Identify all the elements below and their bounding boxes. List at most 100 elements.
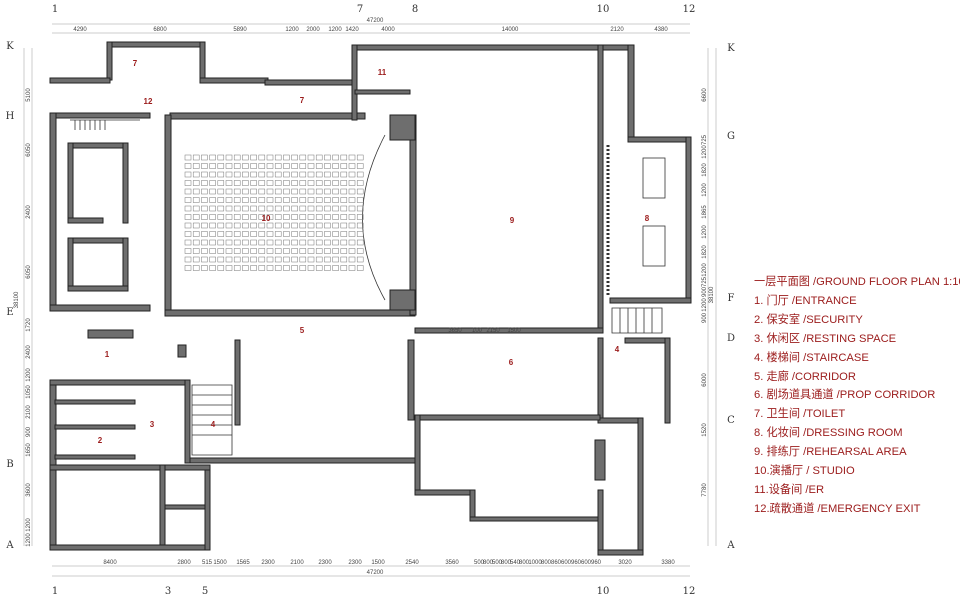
seat [258, 205, 266, 212]
seat [225, 188, 233, 195]
seat [283, 180, 290, 186]
grid-axis-label: 12 [683, 4, 696, 15]
grid-axis-label: 10 [597, 586, 610, 597]
seat [291, 180, 298, 186]
grid-axis-label: G [727, 131, 735, 142]
seat [307, 154, 315, 161]
seat [332, 231, 339, 237]
seat [209, 188, 216, 195]
seat [299, 265, 307, 271]
seat [201, 171, 208, 178]
seat [274, 154, 282, 161]
seat [283, 154, 290, 161]
seat [201, 239, 208, 246]
dimension-label: 800 [501, 560, 512, 566]
seat [217, 222, 225, 229]
seat [217, 239, 225, 246]
seat [233, 222, 241, 229]
seat [348, 265, 356, 271]
seat [209, 197, 216, 203]
seat [274, 222, 282, 229]
legend-item: 2. 保安室 /SECURITY [754, 313, 863, 326]
seat [192, 180, 200, 186]
seat [324, 248, 331, 254]
dimension-label: 1200 [285, 27, 299, 33]
seat [332, 256, 339, 263]
dimension-label: 4380 [654, 27, 668, 33]
dimension-label: 1200 [702, 298, 708, 312]
seat [299, 197, 307, 203]
seat [291, 214, 298, 220]
dimension-label: 6000 [702, 373, 708, 387]
seat [340, 248, 348, 254]
seat [299, 154, 307, 161]
dimension-label: 800 [519, 560, 530, 566]
seat [242, 256, 249, 263]
room-number: 11 [378, 68, 387, 77]
seat [307, 171, 315, 178]
dimension-label: 3560 [445, 560, 459, 566]
dimension-label: 1500 [507, 328, 521, 334]
room-number: 3 [150, 420, 155, 429]
grid-axis-label: F [728, 293, 735, 304]
seat [225, 256, 233, 263]
seat [324, 265, 331, 271]
dimension-label: 8400 [103, 560, 117, 566]
dimension-lines [23, 23, 717, 577]
total-width-dimension: 47200 [367, 570, 384, 576]
seat [192, 214, 200, 220]
total-depth-dimension: 38100 [14, 291, 20, 308]
seat [242, 248, 249, 254]
seat [217, 231, 225, 237]
seat [299, 163, 307, 169]
seat [299, 256, 307, 263]
seat [233, 248, 241, 254]
dimension-label: 800 [483, 560, 494, 566]
seat [315, 154, 323, 161]
seat [192, 222, 200, 229]
seat [291, 239, 298, 246]
seat [315, 265, 323, 271]
dimension-label: 1420 [345, 27, 359, 33]
room-number: 12 [144, 97, 153, 106]
seat [184, 205, 192, 212]
dimension-label: 2300 [261, 560, 275, 566]
seat [315, 205, 323, 212]
seat [274, 214, 282, 220]
seat [348, 180, 356, 186]
seat [315, 163, 323, 169]
seat [340, 188, 348, 195]
seat [324, 222, 331, 229]
dimension-label: 2150 [486, 328, 500, 334]
dimension-label: 1565 [236, 560, 250, 566]
seat [332, 222, 339, 229]
seat [340, 154, 348, 161]
seat [274, 163, 282, 169]
seat [258, 188, 266, 195]
dimension-label: 2100 [26, 405, 32, 419]
seat [184, 248, 192, 254]
seat [283, 197, 290, 203]
seat [217, 163, 225, 169]
seat [184, 256, 192, 263]
seat [315, 248, 323, 254]
dimension-label: 600 [561, 560, 572, 566]
seat [324, 197, 331, 203]
seat [192, 256, 200, 263]
dimension-label: 2000 [306, 27, 320, 33]
seat [242, 231, 249, 237]
seat [332, 171, 339, 178]
seat [242, 180, 249, 186]
seat [340, 256, 348, 263]
room-number: 4 [211, 420, 216, 429]
seat [324, 256, 331, 263]
seat [233, 163, 241, 169]
seat [332, 197, 339, 203]
seat [201, 222, 208, 229]
seat [307, 256, 315, 263]
seat [283, 222, 290, 229]
seat [307, 248, 315, 254]
seat [250, 222, 257, 229]
dimension-label: 3600 [26, 483, 32, 497]
grid-axis-label: 5 [202, 586, 208, 597]
